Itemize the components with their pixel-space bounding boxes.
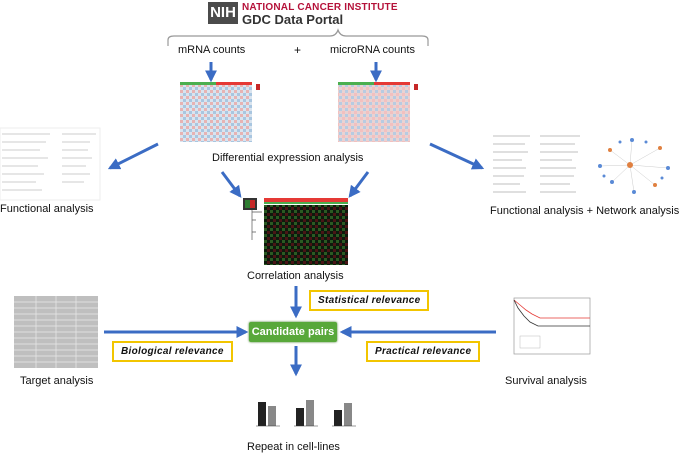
correlation-analysis-label: Correlation analysis [247,270,344,282]
cell-line-barcharts-thumbnail [256,400,356,427]
nih-logo: NIH [208,2,238,24]
microrna-counts-label: microRNA counts [330,44,415,56]
repeat-cell-lines-label: Repeat in cell-lines [247,441,340,453]
grouping-brace [167,28,429,46]
microrna-heatmap-thumbnail [338,82,418,142]
differential-expression-label: Differential expression analysis [212,152,364,164]
statistical-relevance-box: Statistical relevance [309,290,430,311]
target-table-thumbnail [14,296,98,368]
survival-analysis-label: Survival analysis [505,375,587,387]
arrow-to-functional [107,142,159,170]
mrna-heatmap-thumbnail [180,82,260,142]
correlation-heatmap-thumbnail [243,198,348,265]
survival-plot-thumbnail [513,297,591,355]
portal-name: GDC Data Portal [242,12,344,27]
arrow-diff-to-corr-left [220,171,242,198]
functional-network-thumbnail [493,135,670,194]
target-analysis-label: Target analysis [20,375,94,387]
candidate-pairs-box: Candidate pairs [249,322,337,342]
functional-analysis-label: Functional analysis [0,203,94,215]
biological-relevance-box: Biological relevance [112,341,233,362]
functional-table-thumbnail [0,127,101,201]
arrow-to-network [429,142,485,170]
arrow-diff-to-corr-right [348,171,370,198]
practical-relevance-box: Practical relevance [366,341,481,362]
flow-arrows [104,62,496,377]
functional-network-label: Functional analysis + Network analysis [490,205,680,217]
mrna-counts-label: mRNA counts [178,44,246,56]
institute-name: NATIONAL CANCER INSTITUTE [242,2,398,13]
plus-sign: + [294,43,302,57]
